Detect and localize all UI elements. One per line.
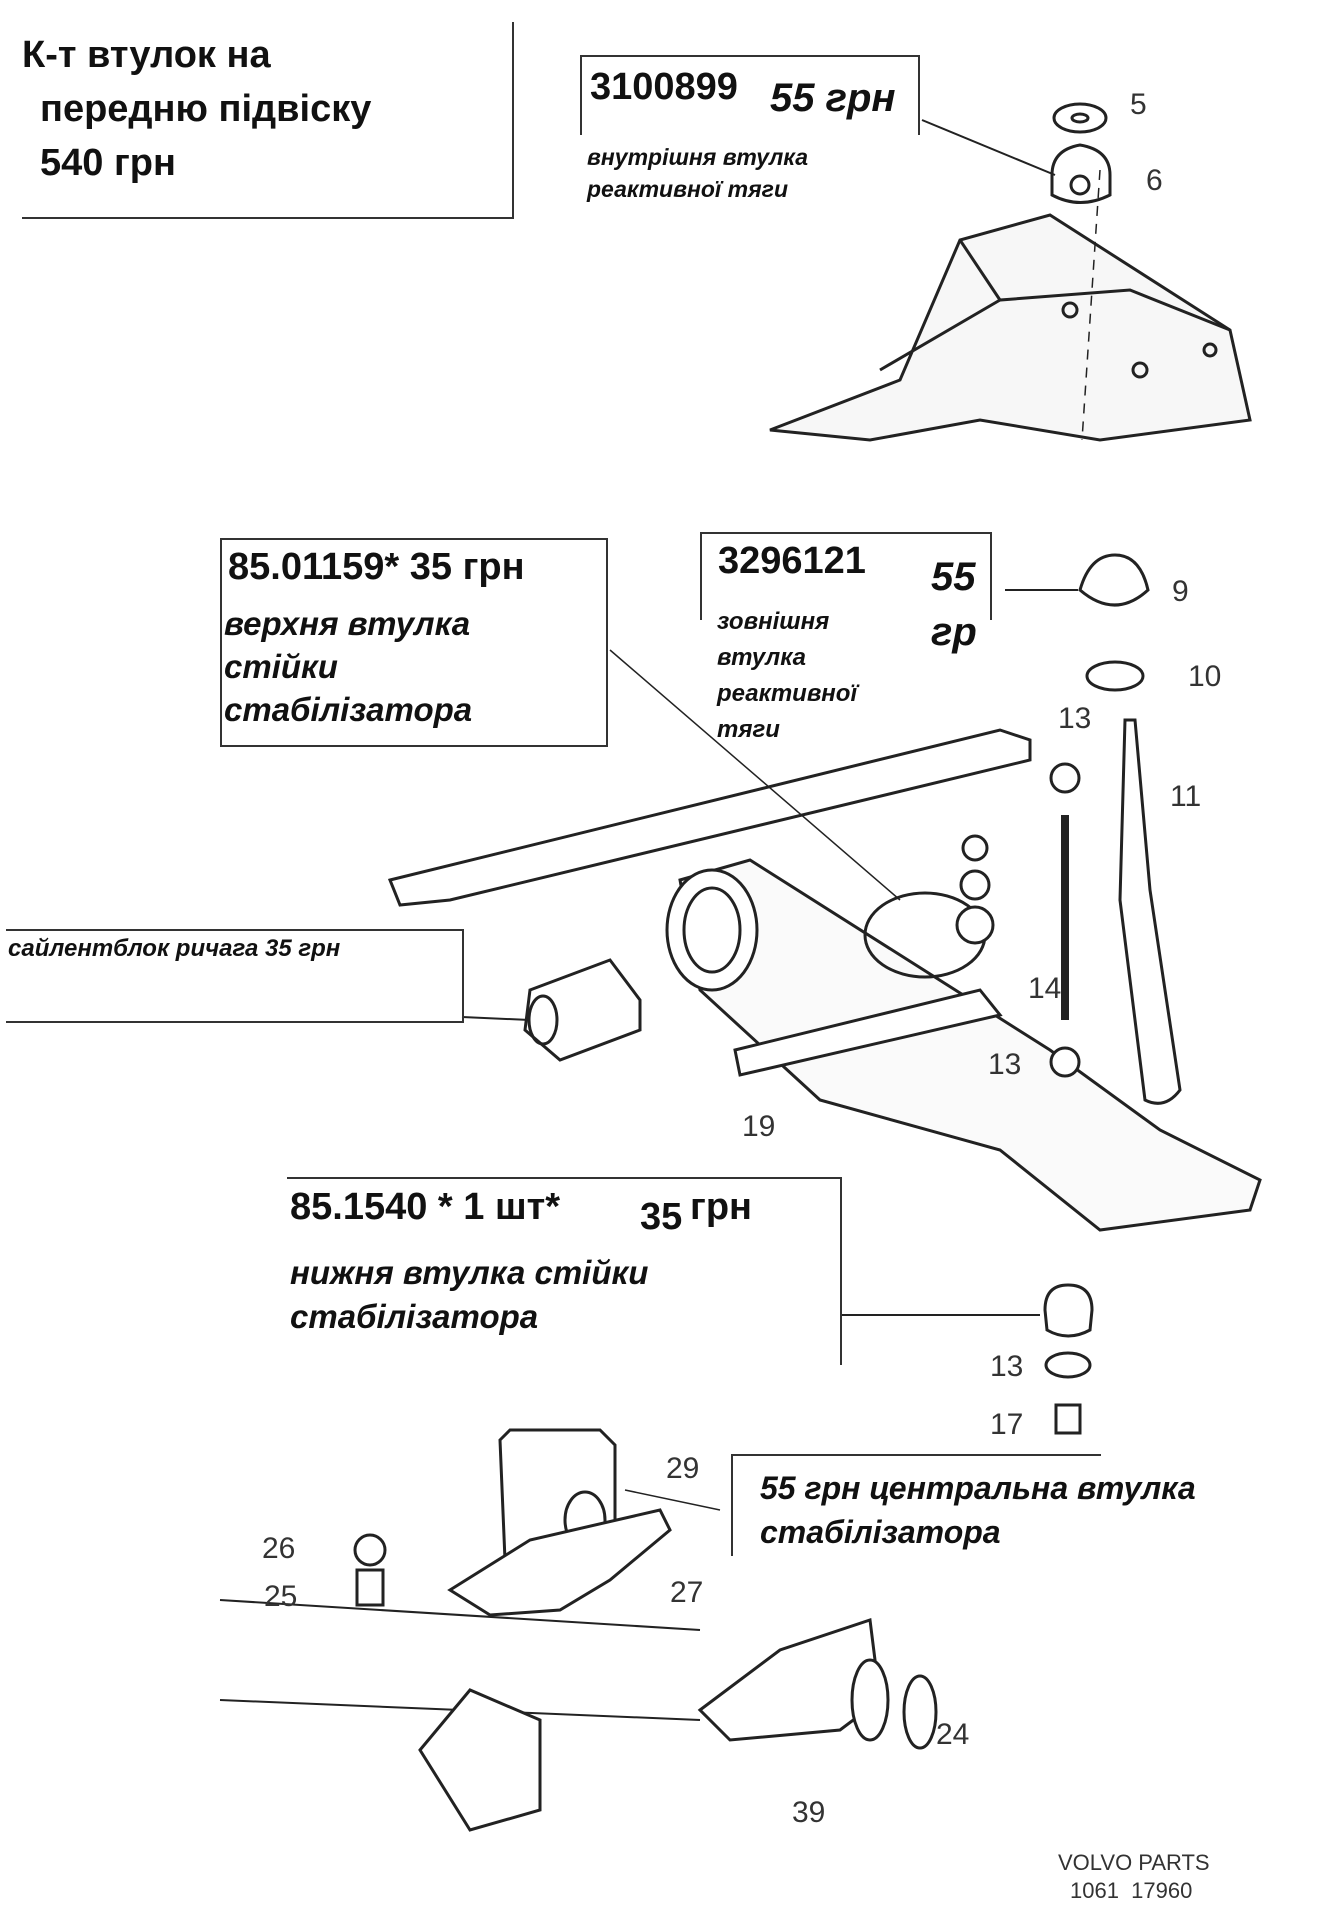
part-label: 6 (1146, 164, 1163, 197)
part-description: внутрішня втулка (587, 144, 809, 170)
part-number: 85.01159* 35 грн (228, 546, 525, 588)
price: 55 (931, 555, 976, 599)
footer-code: 1061 17960 (1070, 1878, 1193, 1903)
part-label: 19 (742, 1110, 776, 1143)
kit-title-line: передню підвіску (40, 88, 372, 130)
part-description: стійки (224, 648, 338, 685)
price: 55 грн (770, 76, 896, 120)
part-description: 55 грн центральна втулка (760, 1470, 1196, 1506)
part-description: сайлентблок ричага 35 грн (8, 935, 341, 962)
kit-price: 540 грн (40, 142, 176, 184)
part-description: нижня втулка стійки (290, 1254, 649, 1291)
part-number: 3100899 (590, 66, 738, 108)
price-unit: грн (690, 1186, 752, 1228)
part-description: реактивної тяги (587, 176, 789, 202)
part-label: 10 (1188, 660, 1222, 693)
part-label: 26 (262, 1532, 296, 1565)
price-unit: гр (931, 610, 977, 654)
part-description: стабілізатора (290, 1298, 539, 1335)
part-number: 85.1540 * 1 шт* (290, 1186, 561, 1228)
part-label: 24 (936, 1718, 970, 1751)
part-description: стабілізатора (224, 691, 473, 728)
part-label: 13 (990, 1350, 1024, 1383)
part-label: 11 (1170, 780, 1202, 813)
callout-box (731, 1454, 1101, 1556)
part-label: 14 (1028, 972, 1062, 1005)
part-label: 29 (666, 1452, 700, 1485)
part-description: зовнішня (717, 608, 830, 635)
part-description: втулка (717, 644, 807, 671)
part-description: реактивної (717, 680, 858, 707)
part-label: 9 (1172, 575, 1189, 608)
part-label: 13 (988, 1048, 1022, 1081)
part-number: 3296121 (718, 540, 866, 582)
part-label: 25 (264, 1580, 298, 1613)
kit-title-line: К-т втулок на (22, 34, 271, 76)
part-label: 27 (670, 1576, 704, 1609)
callout-box (220, 538, 608, 747)
callout-box (580, 55, 920, 135)
part-label: 13 (1058, 702, 1092, 735)
callout-box (6, 929, 464, 1023)
part-label: 39 (792, 1796, 826, 1829)
price: 35 (640, 1196, 683, 1238)
kit-title-box (22, 22, 514, 219)
part-label: 17 (990, 1408, 1024, 1441)
callout-box (700, 532, 992, 620)
part-description: верхня втулка (224, 605, 471, 642)
part-label: 5 (1130, 88, 1147, 121)
part-description: стабілізатора (760, 1514, 1001, 1550)
footer-brand: VOLVO PARTS (1058, 1850, 1210, 1875)
part-description: тяги (717, 716, 780, 743)
callout-box (287, 1177, 842, 1365)
